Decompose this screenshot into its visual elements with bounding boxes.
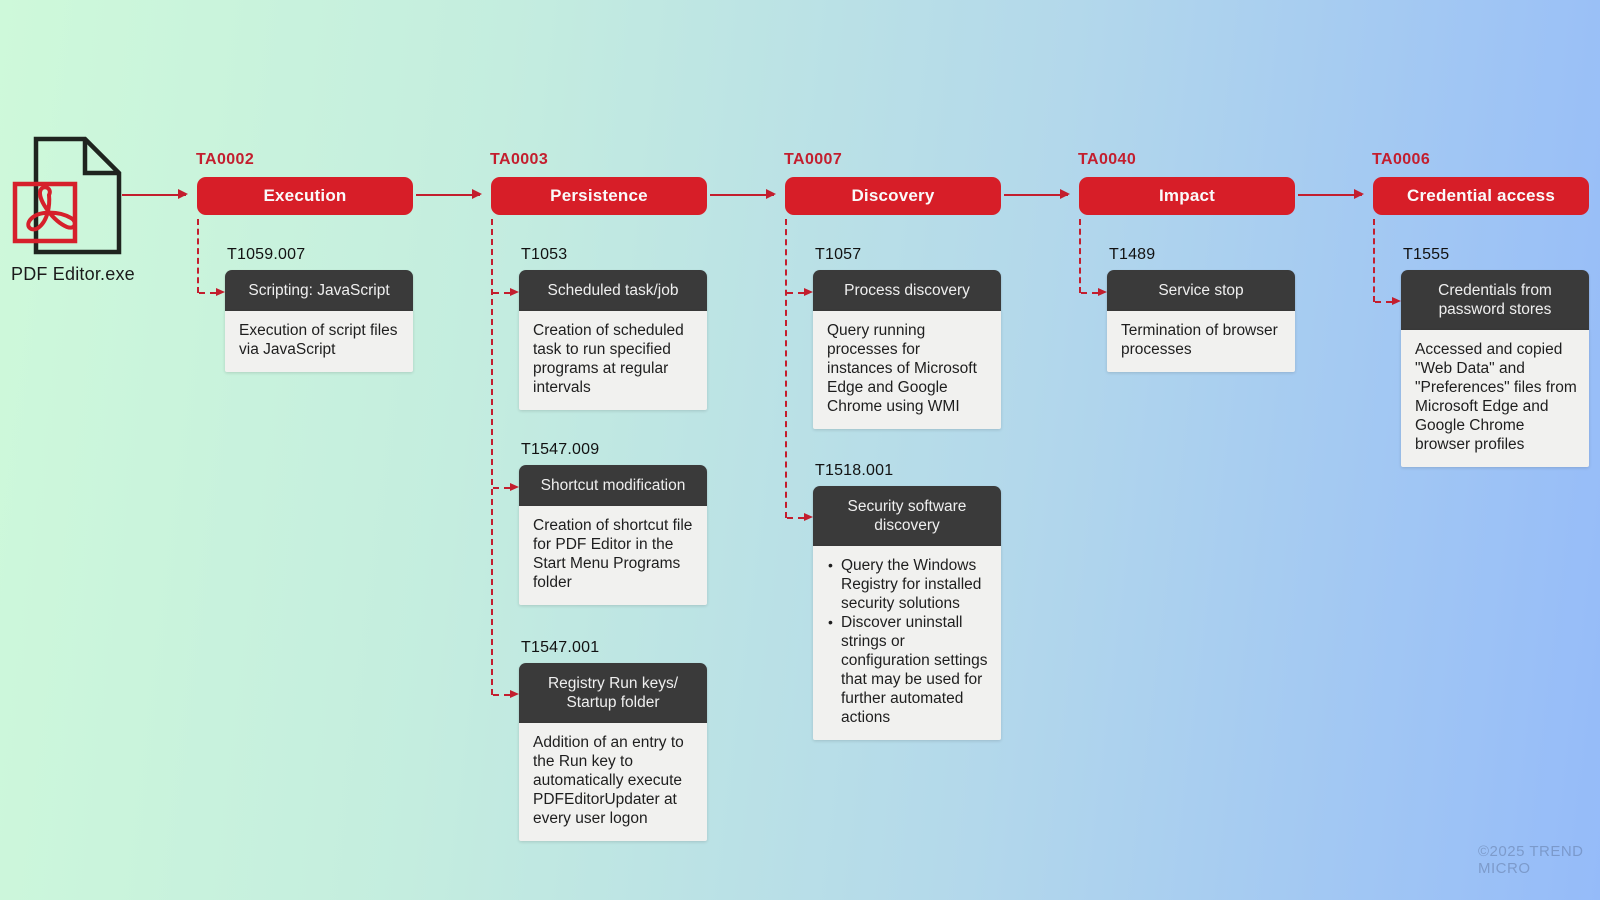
acrobat-badge-frame (12, 181, 78, 244)
tactic-bar-credential-access: Credential access (1373, 177, 1589, 215)
technique-card-t1057: T1057 Process discovery Query running pr… (813, 246, 1001, 429)
technique-description-list: Query the Windows Registry for installed… (813, 546, 1001, 740)
technique-id: T1555 (1403, 246, 1450, 263)
arrow-persistence-to-discovery (710, 189, 776, 199)
connector-arrow-t1489 (1081, 288, 1107, 296)
technique-name: Service stop (1107, 270, 1295, 311)
arrow-execution-to-persistence (416, 189, 482, 199)
tactic-bar-discovery: Discovery (785, 177, 1001, 215)
acrobat-logo-icon (26, 185, 77, 232)
connector-credential (1373, 219, 1375, 302)
connector-arrow-t1518001 (787, 513, 813, 521)
tactic-bar-persistence: Persistence (491, 177, 707, 215)
connector-impact (1079, 219, 1081, 293)
connector-arrow-t1555 (1375, 297, 1401, 305)
technique-description: Addition of an entry to the Run key to a… (519, 723, 707, 841)
connector-persistence (491, 219, 493, 695)
technique-id: T1518.001 (815, 462, 894, 479)
tactic-id-ta0002: TA0002 (196, 151, 255, 168)
connector-arrow-t1053 (493, 288, 519, 296)
technique-card-t1547009: T1547.009 Shortcut modification Creation… (519, 441, 707, 605)
technique-name: Scripting: JavaScript (225, 270, 413, 311)
arrow-impact-to-credential (1298, 189, 1364, 199)
technique-id: T1057 (815, 246, 862, 263)
technique-name: Credentials from password stores (1401, 270, 1589, 330)
connector-discovery (785, 219, 787, 518)
connector-arrow-t1057 (787, 288, 813, 296)
tactic-id-ta0003: TA0003 (490, 151, 549, 168)
technique-name: Scheduled task/job (519, 270, 707, 311)
connector-arrow-t1547009 (493, 483, 519, 491)
technique-name: Shortcut modification (519, 465, 707, 506)
technique-card-t1547001: T1547.001 Registry Run keys/ Startup fol… (519, 639, 707, 841)
tactic-id-ta0006: TA0006 (1372, 151, 1431, 168)
technique-description: Termination of browser processes (1107, 311, 1295, 372)
technique-id: T1489 (1109, 246, 1156, 263)
tactic-id-ta0007: TA0007 (784, 151, 843, 168)
technique-card-t1489: T1489 Service stop Termination of browse… (1107, 246, 1295, 372)
technique-bullet: Discover uninstall strings or configurat… (828, 613, 989, 727)
arrow-discovery-to-impact (1004, 189, 1070, 199)
technique-name: Registry Run keys/ Startup folder (519, 663, 707, 723)
technique-id: T1547.001 (521, 639, 600, 656)
technique-description: Execution of script files via JavaScript (225, 311, 413, 372)
tactic-bar-execution: Execution (197, 177, 413, 215)
technique-card-t1518001: T1518.001 Security software discovery Qu… (813, 462, 1001, 740)
technique-card-t1053: T1053 Scheduled task/job Creation of sch… (519, 246, 707, 410)
technique-bullet: Query the Windows Registry for installed… (828, 556, 989, 613)
tactic-id-ta0040: TA0040 (1078, 151, 1137, 168)
connector-execution (197, 219, 199, 293)
technique-description: Creation of shortcut file for PDF Editor… (519, 506, 707, 605)
technique-description: Creation of scheduled task to run specif… (519, 311, 707, 410)
arrow-source-to-execution (122, 189, 188, 199)
technique-name: Security software discovery (813, 486, 1001, 546)
copyright-watermark: ©2025 TREND MICRO (1478, 843, 1584, 877)
technique-card-t1059007: T1059.007 Scripting: JavaScript Executio… (225, 246, 413, 372)
technique-description: Accessed and copied "Web Data" and "Pref… (1401, 330, 1589, 467)
connector-arrow-t1059007 (199, 288, 225, 296)
technique-id: T1059.007 (227, 246, 306, 263)
technique-card-t1555: T1555 Credentials from password stores A… (1401, 246, 1589, 467)
connector-arrow-t1547001 (493, 690, 519, 698)
technique-id: T1547.009 (521, 441, 600, 458)
tactic-bar-impact: Impact (1079, 177, 1295, 215)
technique-id: T1053 (521, 246, 568, 263)
technique-description: Query running processes for instances of… (813, 311, 1001, 429)
source-file-label: PDF Editor.exe (11, 264, 135, 284)
technique-name: Process discovery (813, 270, 1001, 311)
pdf-file-icon (12, 136, 122, 255)
